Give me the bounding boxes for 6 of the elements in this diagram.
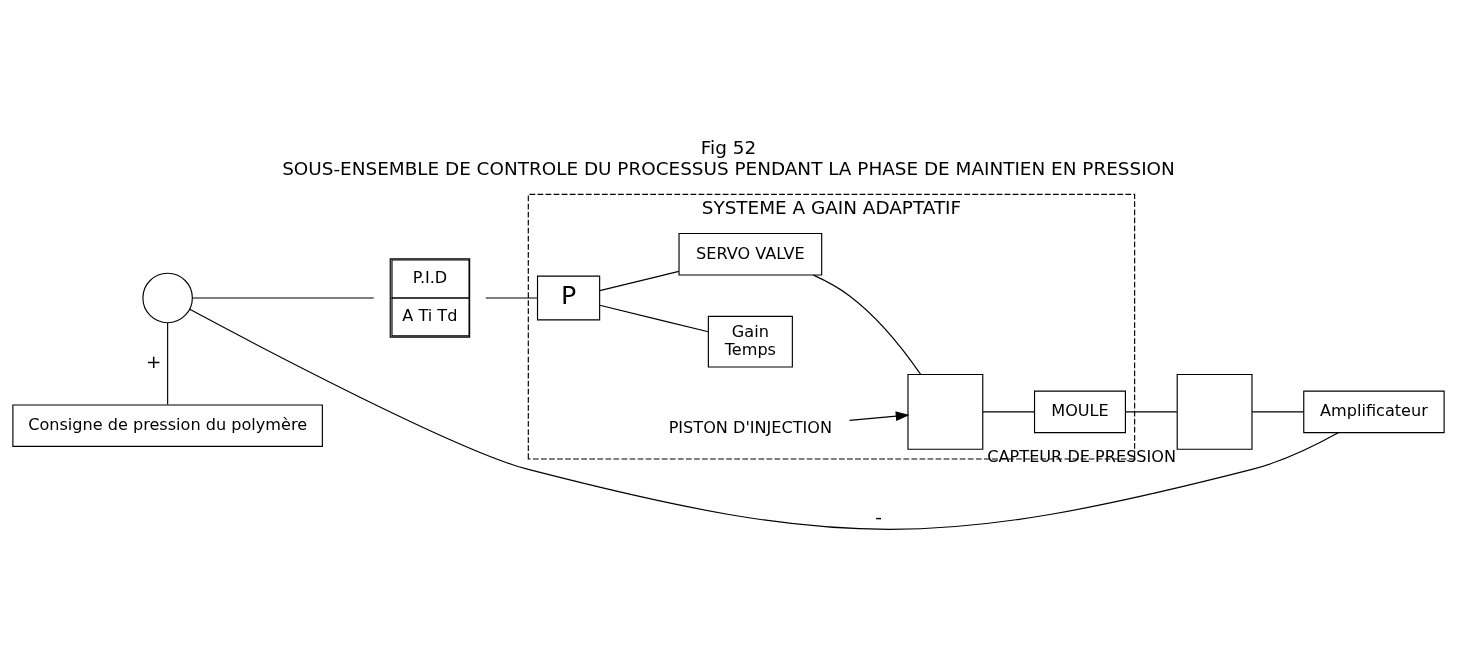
caption: SOUS-ENSEMBLE DE CONTROLE DU PROCESSUS PENDANT LA PHASE DE MAINTIEN EN PRESSION bbox=[282, 157, 1175, 179]
node-label: CAPTEUR DE PRESSION bbox=[987, 447, 1177, 467]
node-text: PISTON D'INJECTION bbox=[668, 418, 833, 438]
edge-label: + bbox=[146, 351, 162, 373]
diagram-title: Fig 52 bbox=[700, 136, 757, 158]
edge-label: - bbox=[875, 506, 882, 528]
